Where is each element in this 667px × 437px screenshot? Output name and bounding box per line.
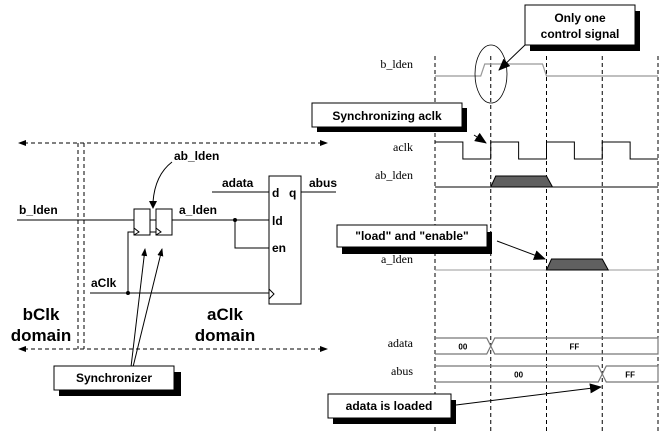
callout-synchronizing-aclk: Synchronizing aclk xyxy=(311,102,467,132)
port-q-label: q xyxy=(289,186,296,200)
adata-loaded-pointer xyxy=(455,383,602,406)
adata-bus xyxy=(435,337,659,355)
callout-text: Synchronizer xyxy=(76,371,152,385)
arrowhead-left-icon xyxy=(18,140,26,146)
aclk-branch-wire xyxy=(127,231,134,293)
sync-flop-1 xyxy=(133,208,151,236)
clock-input-icon xyxy=(155,227,162,236)
callout-text-line1: Only one xyxy=(554,11,606,25)
port-en-label: en xyxy=(272,241,286,255)
callout-text: "load" and "enable" xyxy=(355,229,468,243)
callout-synchronizer: Synchronizer xyxy=(53,365,181,396)
abus-label: abus xyxy=(309,176,337,190)
synchronizing-pointer xyxy=(473,132,487,144)
arrowhead-right-icon xyxy=(320,346,328,352)
aclk-domain-label-line2: domain xyxy=(195,326,255,345)
callout-text-line2: control signal xyxy=(541,27,620,41)
en-branch-wire xyxy=(234,220,269,249)
adata-value: 00 xyxy=(458,343,467,352)
clock-input-icon xyxy=(133,227,140,236)
aclk-label: aClk xyxy=(91,276,117,290)
a-lden-label: a_lden xyxy=(179,203,217,217)
a-lden-pulse xyxy=(545,258,610,271)
synchronizer-pointer-2 xyxy=(132,248,164,368)
domain-arrowheads xyxy=(18,140,328,352)
callout-load-enable: "load" and "enable" xyxy=(336,224,492,254)
callout-adata-loaded: adata is loaded xyxy=(327,393,456,424)
clock-input-icon xyxy=(268,288,275,300)
sync-flop-2 xyxy=(155,208,173,236)
timing-label-a-lden: a_lden xyxy=(381,252,413,266)
ab-lden-label: ab_lden xyxy=(174,149,219,163)
adata-label: adata xyxy=(222,176,254,190)
ab-lden-pulse xyxy=(489,175,554,188)
highlight-circle xyxy=(474,44,508,104)
timing-label-b-lden: b_lden xyxy=(380,57,413,71)
arrowhead-left-icon xyxy=(18,346,26,352)
synchronizer-pointer-1 xyxy=(130,248,148,368)
arrowhead-down-icon xyxy=(149,201,157,209)
timing-label-aclk: aclk xyxy=(393,140,413,154)
port-ld-label: ld xyxy=(272,214,283,228)
callout-text: adata is loaded xyxy=(346,399,433,413)
bclk-domain-label-line1: bClk xyxy=(23,305,60,324)
abus-bus xyxy=(435,365,659,383)
aclk-waveform xyxy=(435,141,658,160)
b-lden-label: b_lden xyxy=(19,203,58,217)
callout-text: Synchronizing aclk xyxy=(332,109,442,123)
junction-dot xyxy=(126,291,130,295)
arrowhead-right-icon xyxy=(320,140,328,146)
circuit xyxy=(17,175,336,305)
bclk-domain-label-line2: domain xyxy=(11,326,71,345)
adata-value: FF xyxy=(569,343,579,352)
port-d-label: d xyxy=(272,186,279,200)
ab-lden-pointer xyxy=(152,161,173,203)
load-enable-pointer xyxy=(496,240,546,260)
timing-label-abus: abus xyxy=(391,364,413,378)
callout-only-one-control-signal: Only one control signal xyxy=(524,4,640,51)
b-lden-waveform xyxy=(435,63,658,77)
timing-label-adata: adata xyxy=(388,336,414,350)
junction-dot xyxy=(233,218,237,222)
abus-value: 00 xyxy=(514,371,523,380)
load-register xyxy=(268,175,302,305)
timing-label-ab-lden: ab_lden xyxy=(375,168,413,182)
only-one-pointer xyxy=(498,44,526,71)
aclk-domain-label-line1: aClk xyxy=(207,305,243,324)
domain-boundaries xyxy=(24,142,322,350)
abus-value: FF xyxy=(625,371,635,380)
